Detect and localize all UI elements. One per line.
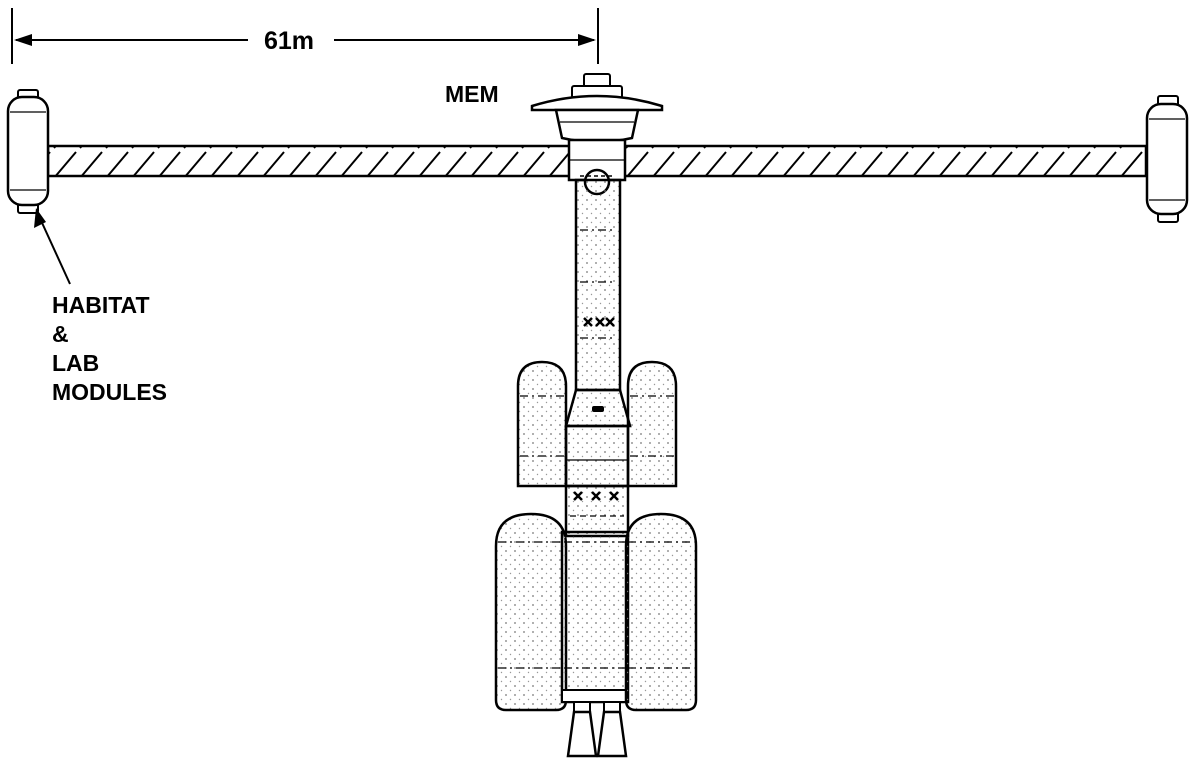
habitat-module-left	[6, 89, 50, 214]
habitat-label-line-2: &	[52, 321, 69, 347]
truss-left-hatch	[48, 146, 568, 176]
central-spine	[574, 178, 622, 392]
upper-tank-left	[516, 360, 568, 488]
habitat-module-right	[1145, 95, 1189, 223]
habitat-label-line-3: LAB	[52, 350, 99, 376]
habitat-pointer-arrow	[34, 208, 71, 285]
engine-nozzle-right	[596, 701, 628, 758]
lower-tank-center	[560, 530, 630, 704]
spine-connector-upper	[583, 317, 615, 327]
dimension-arrow-right	[578, 34, 596, 46]
center-stage-block	[564, 424, 630, 488]
truss-right-hatch	[626, 146, 1146, 176]
adapter-section	[564, 388, 632, 428]
lower-tank-right	[624, 512, 698, 712]
habitat-label: HABITAT & LAB MODULES	[52, 292, 167, 405]
habitat-label-line-4: MODULES	[52, 379, 167, 405]
upper-tank-right	[626, 360, 678, 488]
habitat-label-line-1: HABITAT	[52, 292, 150, 318]
dimension-arrow-left	[14, 34, 32, 46]
lower-tank-left	[494, 512, 568, 712]
engine-nozzle-left	[566, 701, 598, 758]
dimension-line: 61m	[11, 8, 599, 64]
interstage	[564, 484, 630, 538]
mem-label: MEM	[445, 81, 499, 107]
dimension-label: 61m	[264, 27, 314, 55]
mem-module	[530, 73, 664, 144]
